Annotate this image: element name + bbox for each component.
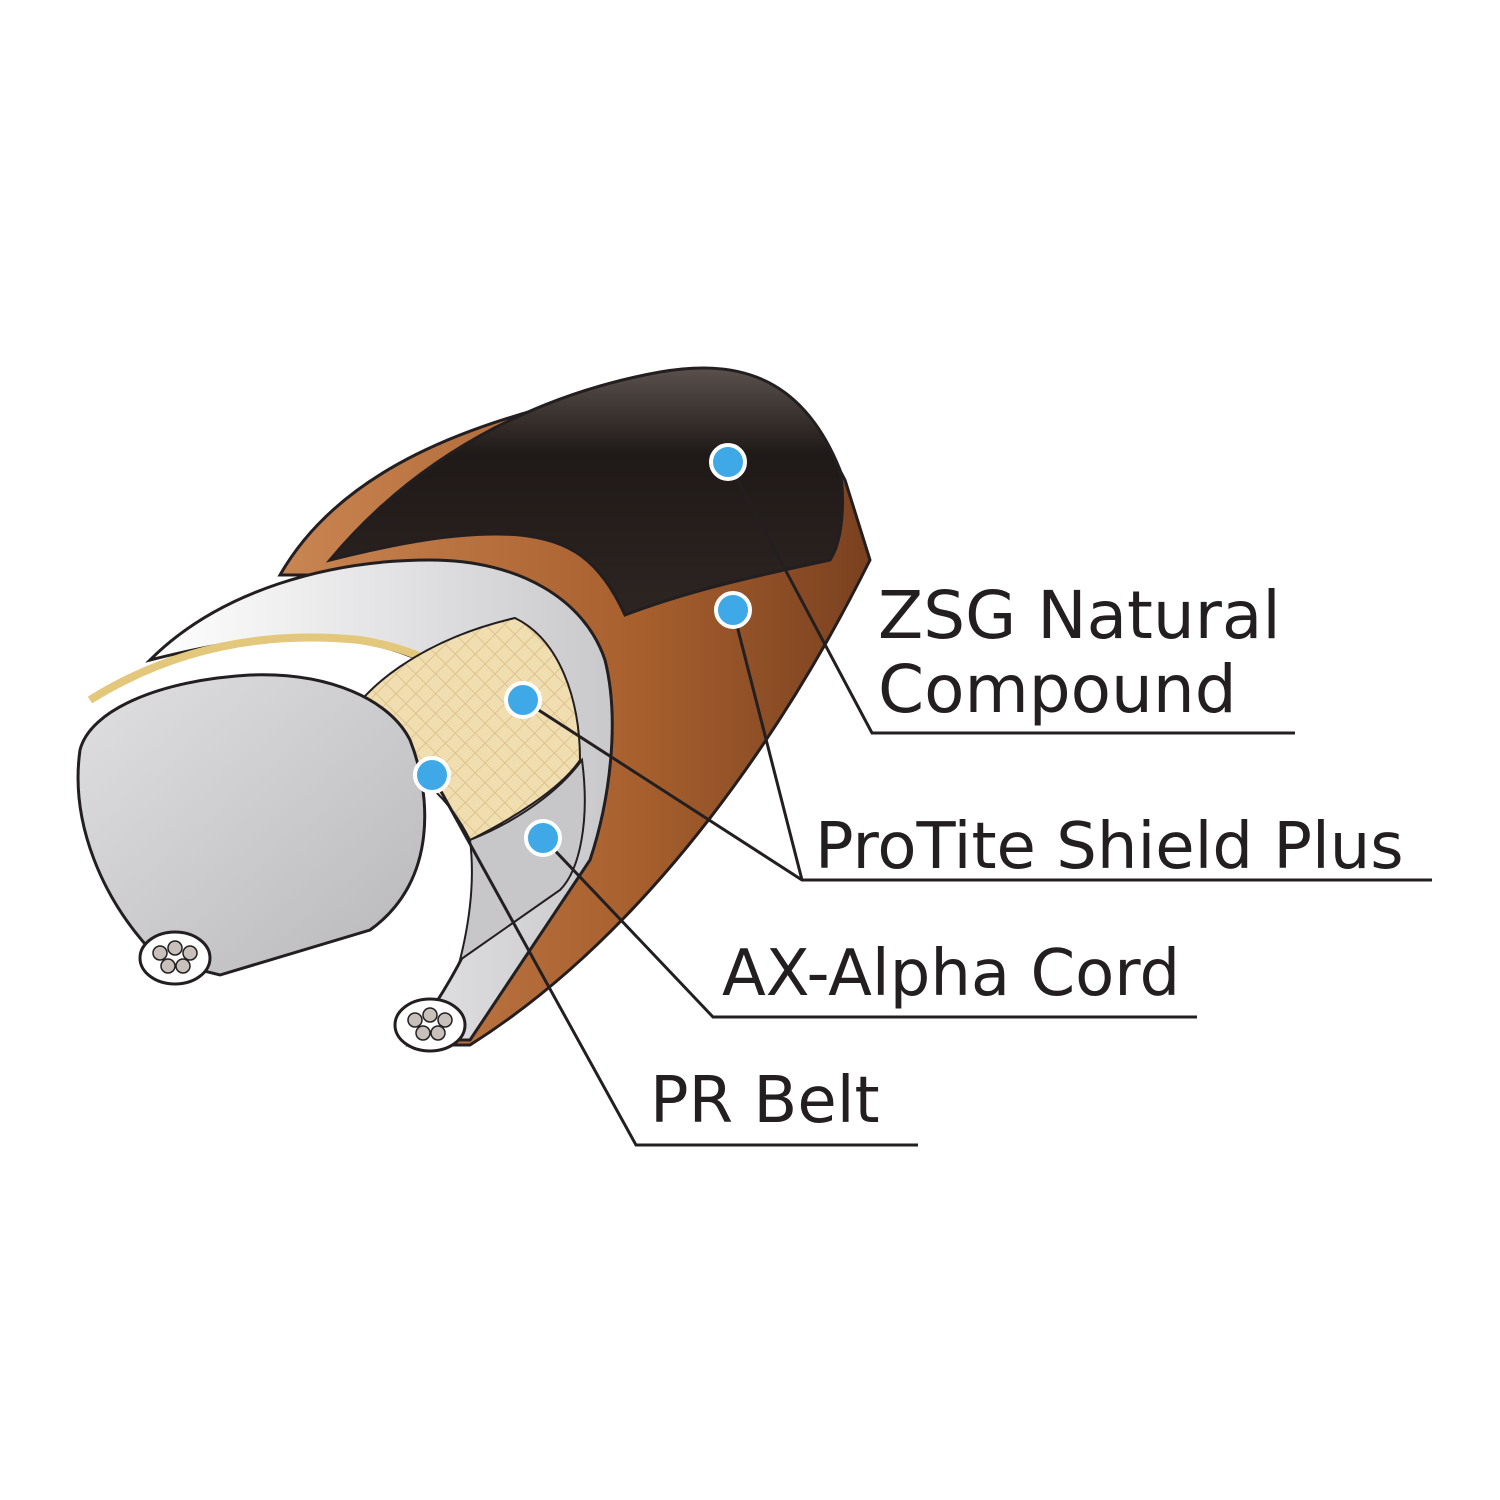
ax-alpha-cord-layer: [458, 757, 586, 963]
bead-right: [393, 997, 467, 1053]
label-zsg-line2: Compound: [878, 651, 1237, 728]
leader-protite-belt: [522, 698, 1432, 882]
leader-zsg: [726, 461, 1295, 735]
label-protite: ProTite Shield Plus: [815, 810, 1404, 884]
leader-ax-alpha: [541, 836, 1197, 1019]
label-ax-alpha: AX-Alpha Cord: [722, 937, 1180, 1011]
callout-dot-shield: [504, 681, 542, 719]
label-pr-belt: PR Belt: [650, 1064, 880, 1138]
leader-protite-casing: [731, 609, 804, 881]
bead-left: [138, 930, 212, 986]
leader-pr-belt: [430, 774, 918, 1147]
callout-dot-belt: [413, 756, 451, 794]
callout-dot-tread: [709, 443, 747, 481]
callout-dot-cord: [524, 819, 562, 857]
tread-layer: [325, 366, 845, 617]
callout-dot-casing: [714, 591, 752, 629]
label-zsg-line1: ZSG Natural: [878, 577, 1281, 654]
inner-cavity: [76, 673, 427, 977]
